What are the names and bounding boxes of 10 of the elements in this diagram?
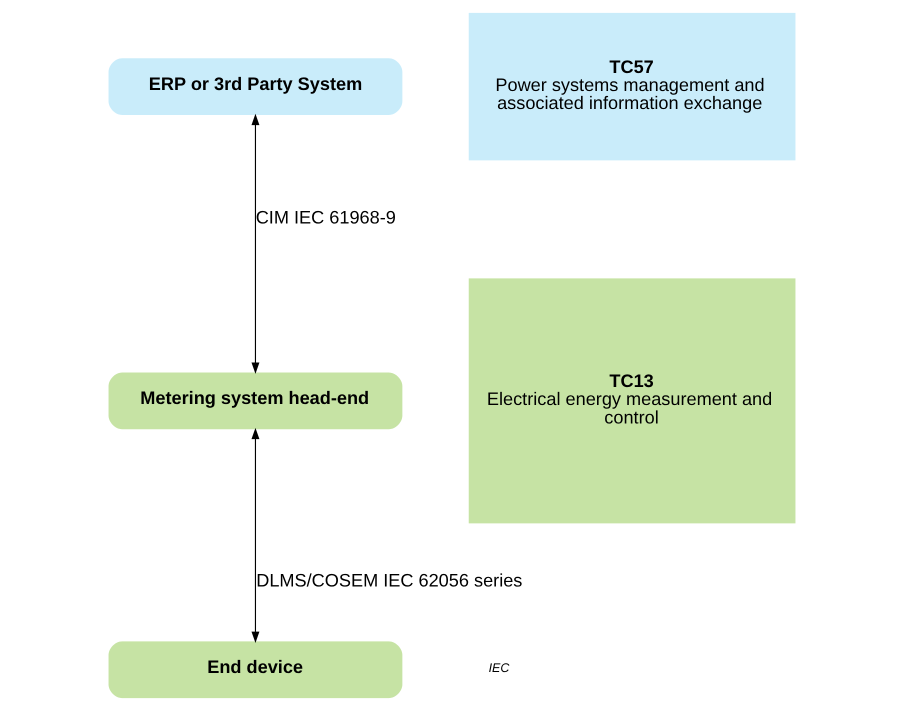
label: IEC bbox=[488, 660, 509, 675]
node-box: ERP or 3rd Party System bbox=[108, 58, 402, 115]
node-box: TC57 Power systems management and associated information exchange bbox=[468, 12, 795, 160]
arrow bbox=[250, 428, 259, 643]
node-box: Metering system head-end bbox=[108, 372, 402, 430]
edge-label: CIM IEC 61968-9 bbox=[255, 208, 396, 228]
node-box: End device bbox=[108, 641, 402, 698]
edge-label: DLMS/COSEM IEC 62056 series bbox=[256, 570, 522, 591]
arrow bbox=[250, 114, 259, 374]
node-box: TC13 Electrical energy measurement and control bbox=[468, 278, 795, 524]
